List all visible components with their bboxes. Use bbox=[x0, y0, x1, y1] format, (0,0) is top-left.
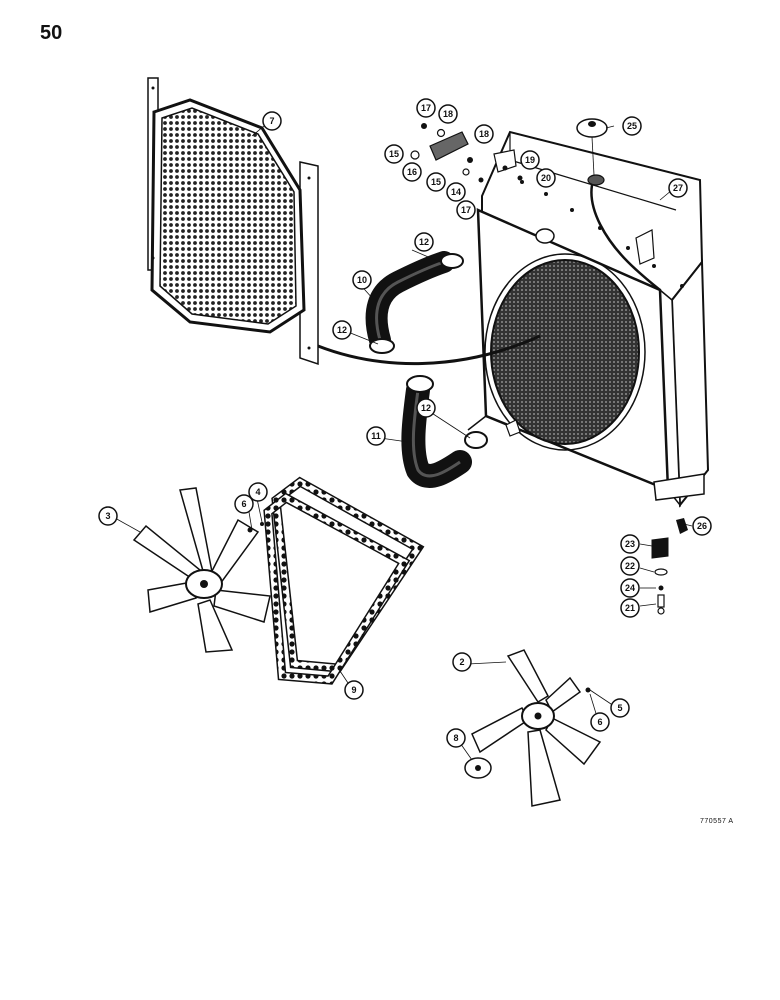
callout-15-right: 15 bbox=[426, 172, 446, 192]
callout-12-lower: 12 bbox=[416, 398, 436, 418]
callout-26: 26 bbox=[692, 516, 712, 536]
svg-text:12: 12 bbox=[419, 237, 429, 247]
svg-text:14: 14 bbox=[451, 187, 461, 197]
callout-17-bottom: 17 bbox=[456, 200, 476, 220]
callout-6-left: 6 bbox=[234, 494, 254, 514]
callout-7: 7 bbox=[262, 111, 282, 131]
callout-20: 20 bbox=[536, 168, 556, 188]
svg-text:11: 11 bbox=[371, 431, 381, 441]
svg-text:4: 4 bbox=[255, 487, 260, 497]
callout-24: 24 bbox=[620, 578, 640, 598]
callout-8: 8 bbox=[446, 728, 466, 748]
callout-12-upper: 12 bbox=[414, 232, 434, 252]
svg-text:5: 5 bbox=[617, 703, 622, 713]
callout-21: 21 bbox=[620, 598, 640, 618]
callout-23: 23 bbox=[620, 534, 640, 554]
fan-blade-six bbox=[132, 487, 271, 653]
lower-hose bbox=[401, 375, 472, 488]
svg-text:19: 19 bbox=[525, 155, 535, 165]
svg-text:9: 9 bbox=[351, 685, 356, 695]
drain-hardware bbox=[651, 518, 688, 615]
hose-clamp-upper-b bbox=[369, 338, 395, 354]
svg-text:15: 15 bbox=[431, 177, 441, 187]
drawing-id: 770557 A bbox=[700, 818, 734, 825]
svg-text:26: 26 bbox=[697, 521, 707, 531]
svg-text:7: 7 bbox=[269, 116, 274, 126]
callout-27: 27 bbox=[668, 178, 688, 198]
svg-text:6: 6 bbox=[597, 717, 602, 727]
svg-text:12: 12 bbox=[337, 325, 347, 335]
fan-belts bbox=[263, 476, 425, 685]
svg-text:25: 25 bbox=[627, 121, 637, 131]
svg-text:12: 12 bbox=[421, 403, 431, 413]
svg-text:27: 27 bbox=[673, 183, 683, 193]
callout-12-middle: 12 bbox=[332, 320, 352, 340]
svg-text:24: 24 bbox=[625, 583, 635, 593]
svg-text:10: 10 bbox=[357, 275, 367, 285]
callout-17-top: 17 bbox=[416, 98, 436, 118]
svg-text:22: 22 bbox=[625, 561, 635, 571]
svg-text:17: 17 bbox=[461, 205, 471, 215]
callout-9: 9 bbox=[344, 680, 364, 700]
mounting-hardware-top bbox=[410, 123, 523, 183]
svg-text:18: 18 bbox=[443, 109, 453, 119]
callout-5: 5 bbox=[610, 698, 630, 718]
svg-text:20: 20 bbox=[541, 173, 551, 183]
callout-22: 22 bbox=[620, 556, 640, 576]
callout-2: 2 bbox=[452, 652, 472, 672]
svg-text:17: 17 bbox=[421, 103, 431, 113]
hose-clamp-upper-a bbox=[440, 253, 464, 269]
callout-4: 4 bbox=[248, 482, 268, 502]
svg-text:18: 18 bbox=[479, 129, 489, 139]
callout-14: 14 bbox=[446, 182, 466, 202]
upper-hose bbox=[365, 251, 455, 351]
svg-text:3: 3 bbox=[105, 511, 110, 521]
page-number: 50 bbox=[40, 22, 63, 44]
callout-18-right: 18 bbox=[474, 124, 494, 144]
svg-text:23: 23 bbox=[625, 539, 635, 549]
callout-19: 19 bbox=[520, 150, 540, 170]
callout-25: 25 bbox=[622, 116, 642, 136]
radiator-assembly bbox=[467, 130, 710, 508]
callout-16: 16 bbox=[402, 162, 422, 182]
fan-blade-five bbox=[471, 649, 602, 807]
callout-11: 11 bbox=[366, 426, 386, 446]
callout-6-right: 6 bbox=[590, 712, 610, 732]
fan-spacer bbox=[464, 757, 492, 779]
svg-text:6: 6 bbox=[241, 499, 246, 509]
callout-10: 10 bbox=[352, 270, 372, 290]
callout-3: 3 bbox=[98, 506, 118, 526]
hose-clamp-lower bbox=[464, 431, 488, 449]
radiator-screen bbox=[147, 77, 319, 366]
callout-15-left: 15 bbox=[384, 144, 404, 164]
callout-18-top: 18 bbox=[438, 104, 458, 124]
svg-text:2: 2 bbox=[459, 657, 464, 667]
svg-text:15: 15 bbox=[389, 149, 399, 159]
svg-text:8: 8 bbox=[453, 733, 458, 743]
svg-text:16: 16 bbox=[407, 167, 417, 177]
svg-text:21: 21 bbox=[625, 603, 635, 613]
